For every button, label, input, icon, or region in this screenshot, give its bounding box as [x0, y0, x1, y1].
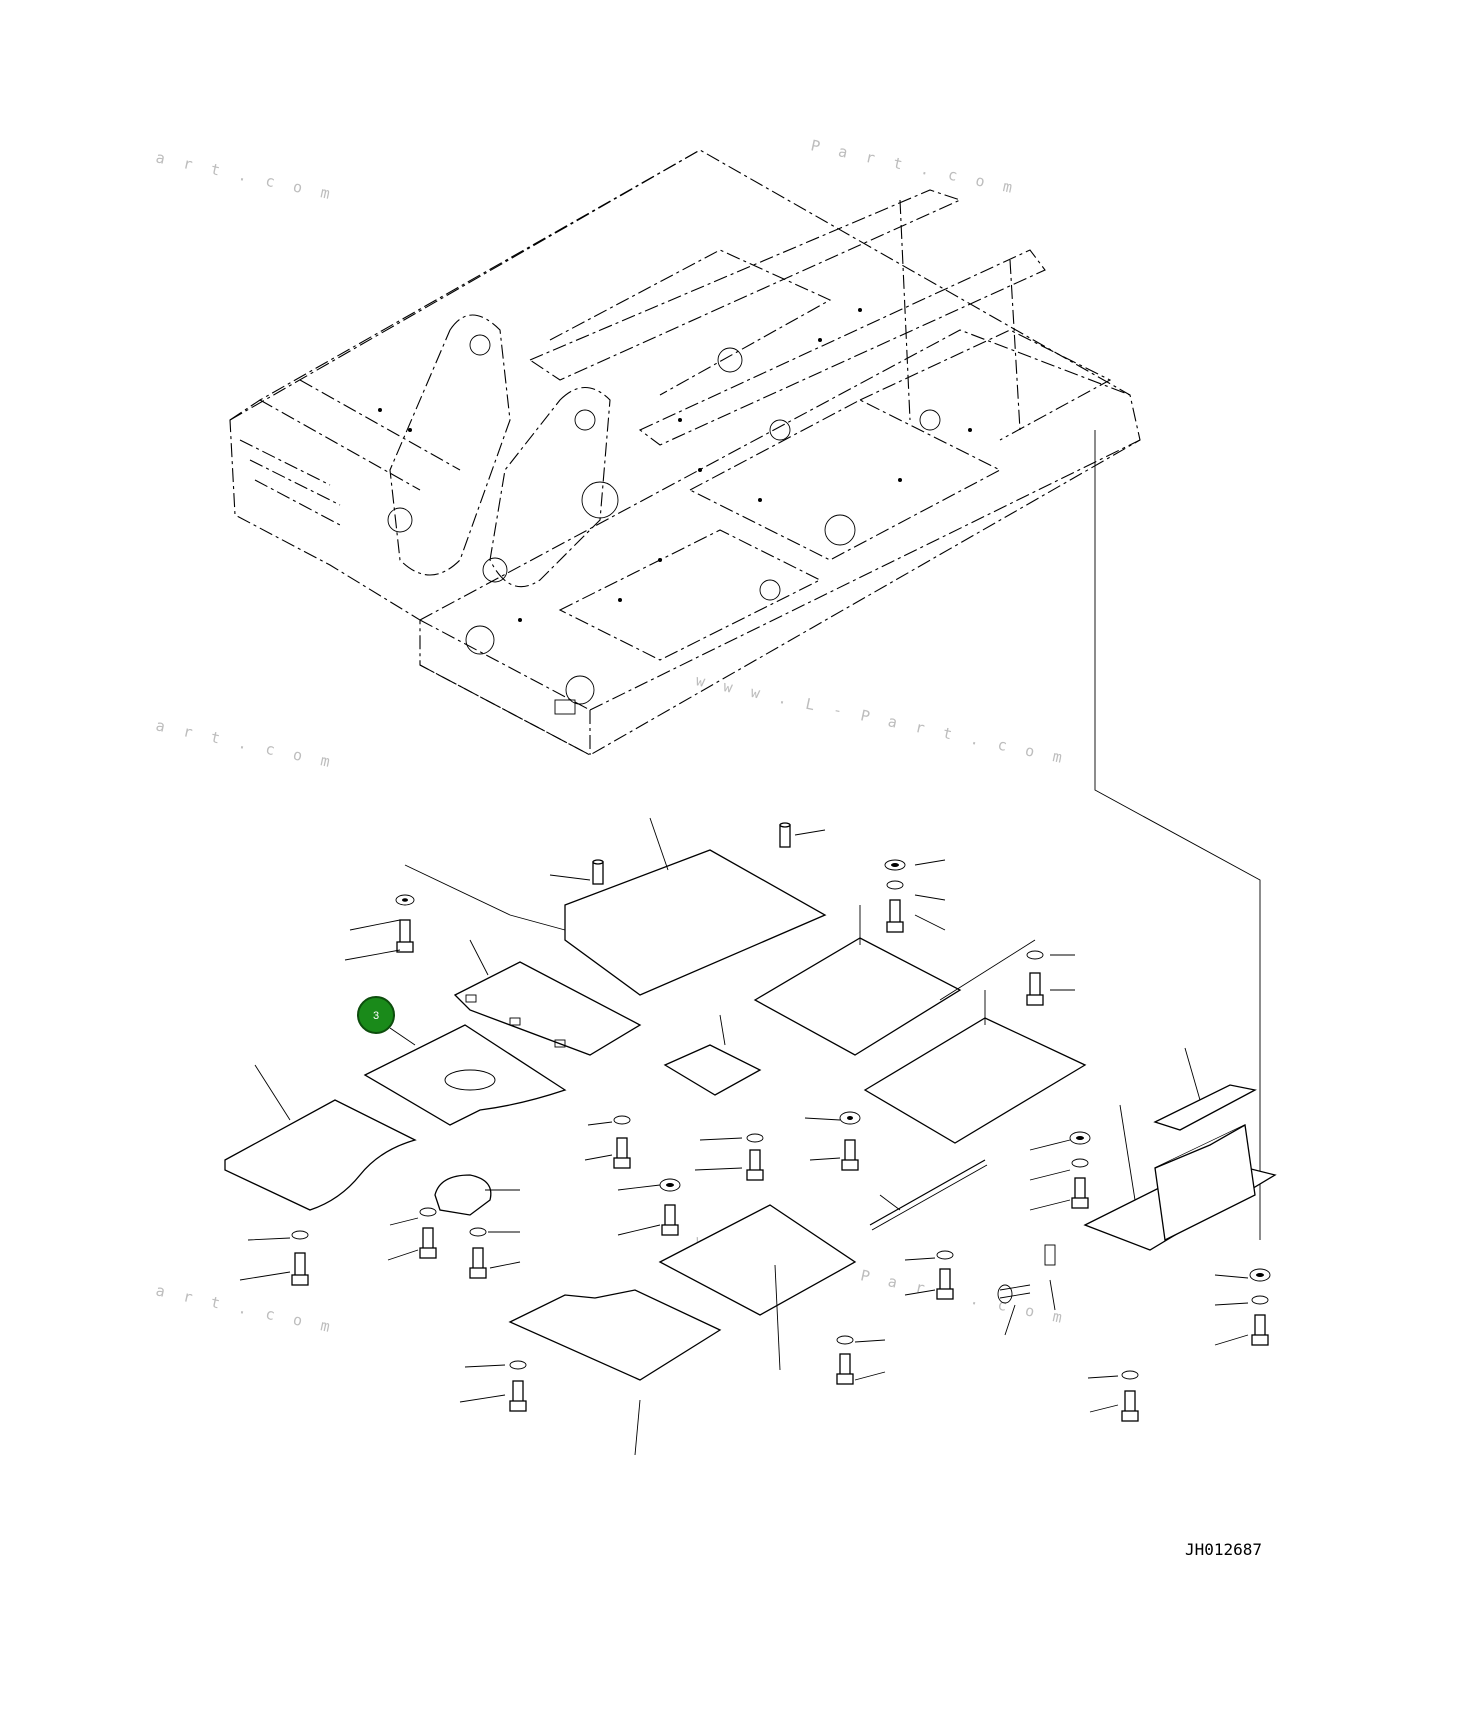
bolt-and-washer: [936, 1250, 954, 1300]
cover-plate-part-3: [363, 1024, 567, 1126]
watermark: a r t . c o m: [154, 1281, 336, 1337]
watermark: a r t . c o m: [154, 148, 336, 204]
bolt-and-washer: [1249, 1268, 1271, 1346]
callout-3[interactable]: 3: [357, 996, 416, 1046]
stud-pin: [779, 822, 791, 848]
small-cover-plate: [663, 1044, 762, 1096]
bottom-cover-plate: [658, 1204, 857, 1316]
watermark: a r t . c o m: [154, 716, 336, 772]
bolt-and-washer: [1121, 1370, 1139, 1422]
box-body: [1154, 1124, 1256, 1241]
under-covers-group: [224, 849, 1277, 1381]
inspection-lid: [434, 1174, 492, 1216]
bolt-and-washer: [1069, 1131, 1091, 1209]
bolt-and-washer: [659, 1178, 681, 1236]
bolt-and-washer: [469, 1227, 487, 1279]
under-cover-plate: [564, 849, 827, 996]
drawing-id-label: JH012687: [1185, 1540, 1262, 1559]
bolt-and-washer: [1026, 950, 1044, 1006]
box-lid: [1153, 1084, 1257, 1131]
bolt-and-washer: [884, 859, 906, 933]
bolt-and-washer: [419, 1207, 437, 1259]
bolt-and-washer: [839, 1111, 861, 1171]
bolt-and-washer: [395, 894, 415, 953]
callout-circle[interactable]: [357, 996, 395, 1034]
stud-pin: [592, 859, 604, 885]
middle-cover-plate: [753, 937, 962, 1056]
left-cover-plate: [224, 1099, 417, 1211]
bolt-and-washer: [509, 1360, 527, 1412]
revolving-frame-phantom: [229, 149, 1261, 1240]
watermark: P a r t . c o m: [809, 136, 1019, 197]
hinged-cover-plate: [453, 961, 642, 1056]
bottom-left-cover-plate: [508, 1289, 722, 1381]
callout-number: 3: [373, 1010, 379, 1022]
rod: [869, 1159, 986, 1226]
right-cover-plate: [863, 1017, 1087, 1144]
watermark: w w w . L - P a r t . c o m: [694, 671, 1068, 767]
bolt-and-washer: [291, 1230, 309, 1286]
bolt-and-washer: [613, 1115, 631, 1169]
leader-lines: [239, 817, 1249, 1456]
bolt-and-washer: [836, 1335, 854, 1385]
bolt-and-washer: [746, 1133, 764, 1181]
